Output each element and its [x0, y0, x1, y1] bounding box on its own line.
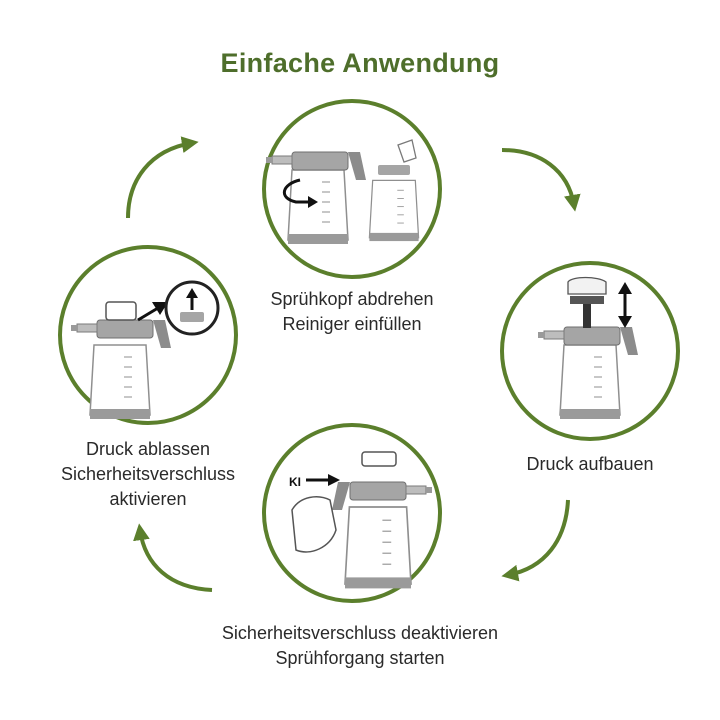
arrow-right-bottom: [501, 499, 570, 582]
arrow-left-top: [126, 136, 199, 219]
release-arrow-icon: [137, 306, 159, 322]
rotate-arrow-icon: [283, 178, 310, 204]
finger-hand-icon: [291, 496, 337, 553]
step-bottom-caption: Sicherheitsverschluss deaktivieren Sprüh…: [221, 623, 499, 668]
step-left-illustration: [58, 245, 238, 425]
step-left-caption: Druck ablassen Sicherheitsverschluss akt…: [60, 439, 236, 509]
step-right-caption: Druck aufbauen: [526, 454, 654, 474]
page-title: Einfache Anwendung: [220, 48, 500, 78]
hand-icon: [567, 276, 607, 295]
arrow-top-right: [501, 148, 581, 212]
lock-label: KI: [289, 475, 301, 489]
pour-cup-icon: [397, 139, 417, 163]
arrow-bottom-left: [133, 523, 213, 592]
step-top-illustration: [262, 99, 442, 279]
step-right-illustration: [500, 261, 680, 441]
step-bottom-illustration: KI: [262, 423, 442, 603]
step-top-caption: Sprühkopf abdrehen Reiniger einfüllen: [270, 289, 434, 334]
